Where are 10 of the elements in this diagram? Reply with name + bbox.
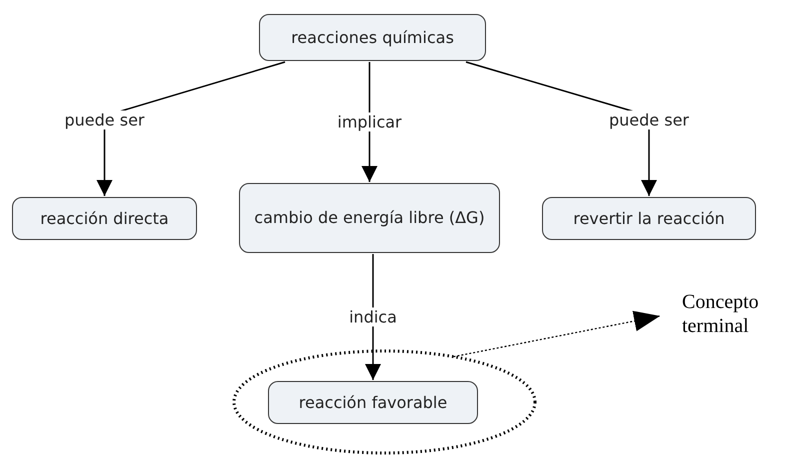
arrow — [453, 310, 660, 358]
ellipse-outline — [232, 349, 537, 455]
arrow — [466, 61, 657, 196]
arrow — [96, 61, 286, 196]
concept-box: reacción favorable — [268, 381, 478, 424]
annotation-text: Concepto terminal — [660, 290, 788, 338]
concept-box: reacciones químicas — [259, 14, 486, 61]
concept-box: cambio de energía libre (ΔG) — [239, 183, 500, 253]
concept-box: reacción directa — [12, 197, 197, 240]
concept-box: revertir la reacción — [542, 197, 756, 240]
